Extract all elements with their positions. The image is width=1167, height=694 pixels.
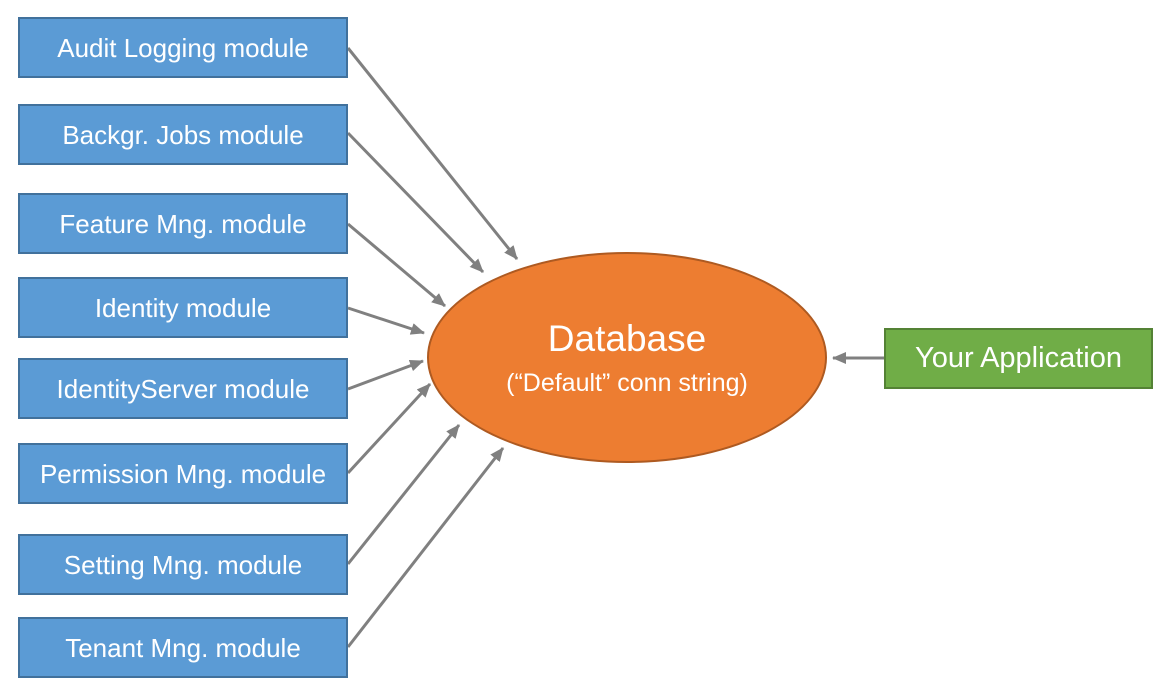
module-box-audit-logging: Audit Logging module: [18, 17, 348, 78]
arrow-feature-mng-to-database: [347, 222, 446, 308]
arrow-permission-mng-to-database: [346, 382, 432, 475]
arrow-identityserver-to-database: [347, 359, 424, 391]
module-box-background-jobs: Backgr. Jobs module: [18, 104, 348, 165]
arrow-tenant-mng-to-database: [346, 447, 505, 648]
module-box-permission-mng: Permission Mng. module: [18, 443, 348, 504]
module-box-identityserver: IdentityServer module: [18, 358, 348, 419]
arrow-audit-logging-to-database: [346, 47, 519, 260]
arrow-identity-to-database: [347, 306, 425, 335]
arrow-background-jobs-to-database: [346, 131, 485, 274]
database-subtitle: (“Default” conn string): [506, 368, 748, 397]
module-box-setting-mng: Setting Mng. module: [18, 534, 348, 595]
application-node: Your Application: [884, 328, 1153, 389]
module-box-tenant-mng: Tenant Mng. module: [18, 617, 348, 678]
database-node: Database (“Default” conn string): [427, 252, 827, 463]
database-title: Database: [547, 318, 707, 360]
module-box-feature-mng: Feature Mng. module: [18, 193, 348, 254]
module-box-identity: Identity module: [18, 277, 348, 338]
arrow-setting-mng-to-database: [346, 424, 461, 565]
